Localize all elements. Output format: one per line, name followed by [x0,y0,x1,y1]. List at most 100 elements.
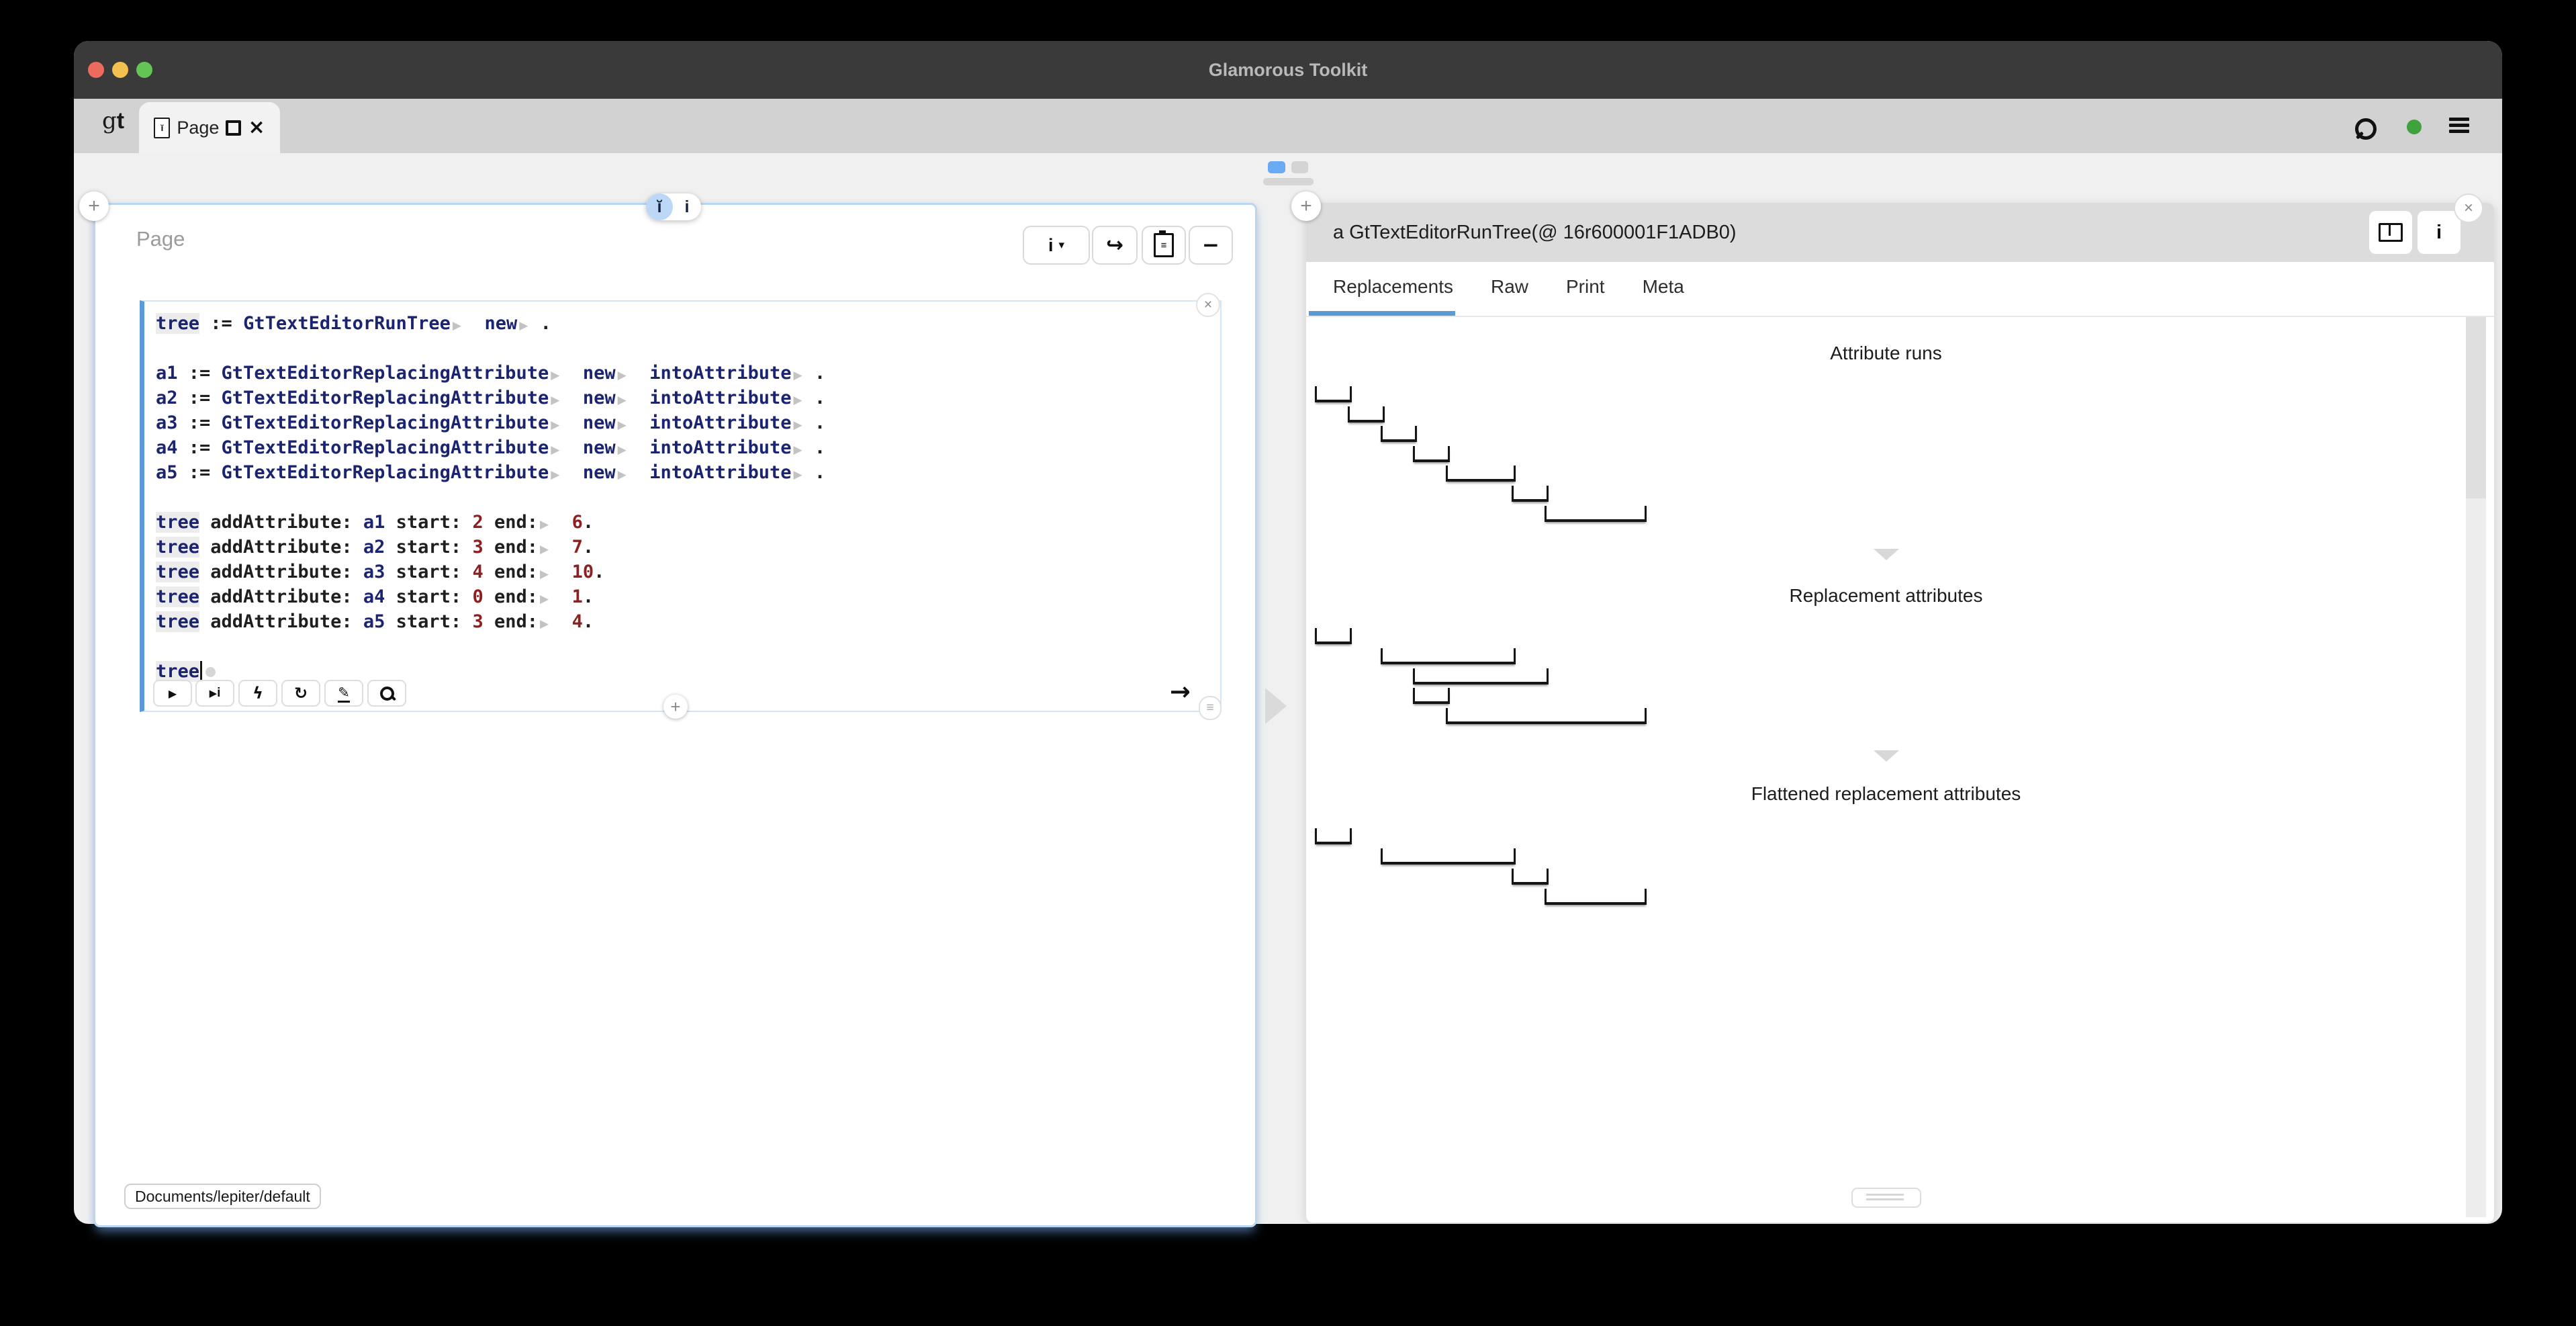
run-marker-icon: ▶ [617,369,627,382]
inspect-button[interactable]: i [684,197,690,216]
run-marker-icon: ▶ [551,468,560,482]
play-inspect-button[interactable]: ▶i [195,680,234,707]
pane-indicator-active[interactable] [1268,161,1285,173]
tab-page[interactable]: ĭ Page × [139,102,280,153]
share-icon: ↪ [1106,233,1123,257]
interval-bracket[interactable] [1380,426,1418,443]
code-line[interactable]: tree := GtTextEditorRunTree▶ new▶ . [156,313,551,334]
interval-bracket[interactable] [1347,406,1385,423]
docs-button[interactable] [2369,211,2412,254]
run-marker-icon: ▶ [617,394,627,407]
circular-arrow-icon: ↻ [293,684,308,703]
code-line[interactable]: tree addAttribute: a1 start: 2 end:▶ 6. [156,512,594,533]
code-line[interactable]: tree addAttribute: a3 start: 4 end:▶ 10. [156,562,605,582]
run-marker-icon: ▶ [793,394,802,407]
inspector-tab-bar: Replacements Raw Print Meta [1333,267,1684,306]
snippet-search-button[interactable] [367,680,406,707]
active-tab-underline [1309,311,1455,316]
pane-scroll-indicator[interactable] [1263,178,1314,185]
page-title: Page [136,227,185,251]
maximize-tab-icon[interactable] [226,120,242,136]
add-snippet-button[interactable]: + [663,695,688,719]
interval-bracket[interactable] [1315,386,1352,402]
interval-bracket[interactable] [1413,688,1451,705]
add-pane-right-button[interactable]: + [1291,191,1321,221]
do-it-all-button[interactable]: ϟ [238,680,277,707]
snippet-grip-handle[interactable]: ≡ [1199,696,1222,720]
interval-bracket[interactable] [1544,505,1647,522]
remote-inspect-button[interactable]: ĭ [646,193,673,220]
interval-bracket[interactable] [1380,648,1516,664]
run-marker-icon: ▶ [539,617,549,631]
code-snippet[interactable] [140,300,1222,712]
minimize-window-button[interactable] [112,62,128,78]
interval-bracket[interactable] [1413,668,1549,684]
interval-bracket[interactable] [1511,486,1549,502]
code-line[interactable]: tree addAttribute: a2 start: 3 end:▶ 7. [156,537,594,558]
database-badge[interactable]: Documents/lepiter/default [124,1184,321,1209]
run-marker-icon: ▶ [793,468,802,482]
minus-icon: − [1202,233,1220,257]
copy-page-button[interactable]: ≡ [1142,226,1186,265]
run-next-arrow[interactable]: → [1170,677,1191,706]
code-line[interactable]: tree addAttribute: a4 start: 0 end:▶ 1. [156,586,594,607]
play-button[interactable]: ▶ [153,680,192,707]
expand-pane-arrow[interactable] [1265,688,1287,724]
run-marker-icon: ▶ [551,418,560,432]
run-marker-icon: ▶ [519,319,528,333]
code-line[interactable]: a3 := GtTextEditorReplacingAttribute▶ ne… [156,412,826,433]
viz-section-title: Attribute runs [1830,343,1942,363]
run-marker-icon: ▶ [539,568,549,581]
ghost-dot [205,667,216,677]
status-dot[interactable] [2407,120,2422,134]
edit-button[interactable]: ✎ [324,680,363,707]
inspector-tab-print[interactable]: Print [1566,276,1605,297]
inspector-tab-meta[interactable]: Meta [1642,276,1684,297]
page-document-icon: ĭ [154,117,171,138]
interval-bracket[interactable] [1446,708,1647,725]
gt-logo[interactable]: gt [102,107,125,134]
inspector-scrollbar-thumb[interactable] [2466,317,2486,498]
magnifier-icon [379,686,394,701]
close-snippet-button[interactable]: × [1196,293,1220,317]
interval-bracket[interactable] [1511,869,1549,885]
code-line[interactable]: a1 := GtTextEditorReplacingAttribute▶ ne… [156,363,826,384]
collapse-page-button[interactable]: − [1189,226,1233,265]
code-line[interactable]: tree addAttribute: a5 start: 3 end:▶ 4. [156,611,594,632]
page-info-dropdown-button[interactable]: i ▾ [1023,226,1090,265]
code-editor[interactable]: tree := GtTextEditorRunTree▶ new▶ . a1 :=… [156,311,825,684]
interval-bracket[interactable] [1315,628,1352,644]
add-pane-left-button[interactable]: + [79,191,109,221]
interval-bracket[interactable] [1413,445,1451,462]
run-marker-icon: ▶ [793,443,802,457]
viz-section-title: Flattened replacement attributes [1751,783,2021,804]
inspector-tab-raw[interactable]: Raw [1490,276,1528,297]
tab-strip [74,99,2502,153]
interval-bracket[interactable] [1315,828,1352,844]
inspector-panel [1306,203,2494,1223]
inspector-bottom-handle[interactable] [1851,1188,1921,1208]
interval-bracket[interactable] [1380,848,1516,865]
close-inspector-button[interactable]: × [2454,193,2483,223]
hamburger-menu-icon[interactable] [2449,118,2469,136]
inspector-info-button[interactable]: i [2418,211,2460,254]
inspect-toggle-group: ĭ i [646,193,701,220]
code-line[interactable]: tree [156,659,825,684]
share-page-button[interactable]: ↪ [1092,226,1138,265]
inspector-tab-replacements[interactable]: Replacements [1333,276,1453,297]
zoom-window-button[interactable] [136,62,152,78]
run-marker-icon: ▶ [617,468,627,482]
pane-indicator[interactable] [1291,161,1308,173]
text-cursor [200,661,203,680]
async-run-button[interactable]: ↻ [281,680,320,707]
code-line[interactable]: a5 := GtTextEditorReplacingAttribute▶ ne… [156,462,826,483]
window-title: Glamorous Toolkit [1208,60,1368,80]
close-tab-icon[interactable]: × [248,116,265,139]
search-icon[interactable] [2355,118,2377,140]
code-line[interactable]: a4 := GtTextEditorReplacingAttribute▶ ne… [156,437,826,458]
code-line[interactable]: a2 := GtTextEditorReplacingAttribute▶ ne… [156,388,826,408]
interval-bracket[interactable] [1544,889,1647,905]
interval-bracket[interactable] [1446,466,1516,482]
close-window-button[interactable] [88,62,104,78]
